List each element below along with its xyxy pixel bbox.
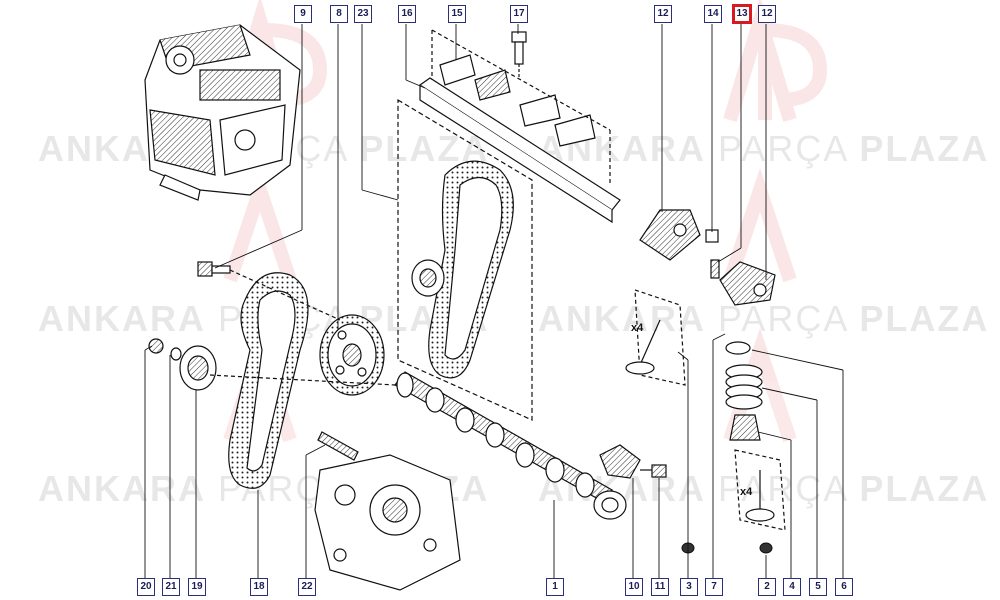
camshaft-sprocket: [319, 314, 385, 396]
callout-14[interactable]: 14: [704, 5, 722, 23]
leader-lines: [144, 24, 844, 578]
valve-keepers: [681, 542, 773, 554]
bolt-9: [197, 261, 341, 321]
callout-10[interactable]: 10: [625, 578, 643, 596]
callout-12-b[interactable]: 12: [758, 5, 776, 23]
callout-21[interactable]: 21: [162, 578, 180, 596]
callout-22[interactable]: 22: [298, 578, 316, 596]
callout-4[interactable]: 4: [783, 578, 801, 596]
water-pump: [314, 431, 461, 591]
engine-block-illustration: [144, 24, 301, 201]
valves-upper: [625, 289, 686, 386]
valve-spring: [725, 341, 763, 441]
callout-11[interactable]: 11: [651, 578, 669, 596]
callout-8[interactable]: 8: [330, 5, 348, 23]
camshaft: [394, 371, 627, 520]
callout-9[interactable]: 9: [294, 5, 312, 23]
bracket-10: [599, 444, 667, 479]
callout-5[interactable]: 5: [809, 578, 827, 596]
callout-13-highlighted[interactable]: 13: [732, 4, 752, 24]
callout-12-a[interactable]: 12: [654, 5, 672, 23]
timing-belt-18: [228, 272, 309, 489]
callout-19[interactable]: 19: [188, 578, 206, 596]
rocker-arm-shaft: [418, 29, 621, 224]
rocker-arms: [639, 209, 776, 306]
callout-15[interactable]: 15: [448, 5, 466, 23]
callout-2[interactable]: 2: [758, 578, 776, 596]
callout-1[interactable]: 1: [546, 578, 564, 596]
callout-18[interactable]: 18: [250, 578, 268, 596]
callout-7[interactable]: 7: [705, 578, 723, 596]
timing-belt-kit: [397, 98, 533, 421]
valves-lower: [734, 449, 786, 531]
callout-3[interactable]: 3: [680, 578, 698, 596]
callout-20[interactable]: 20: [137, 578, 155, 596]
callout-17[interactable]: 17: [510, 5, 528, 23]
bolt-17: [511, 31, 527, 78]
callout-6[interactable]: 6: [835, 578, 853, 596]
quantity-label-upper: x4: [631, 322, 644, 334]
quantity-label-lower: x4: [740, 486, 753, 498]
tensioner-pulley: [148, 338, 396, 391]
valve-adjusters: [705, 229, 720, 279]
callout-16[interactable]: 16: [398, 5, 416, 23]
callout-23[interactable]: 23: [354, 5, 372, 23]
